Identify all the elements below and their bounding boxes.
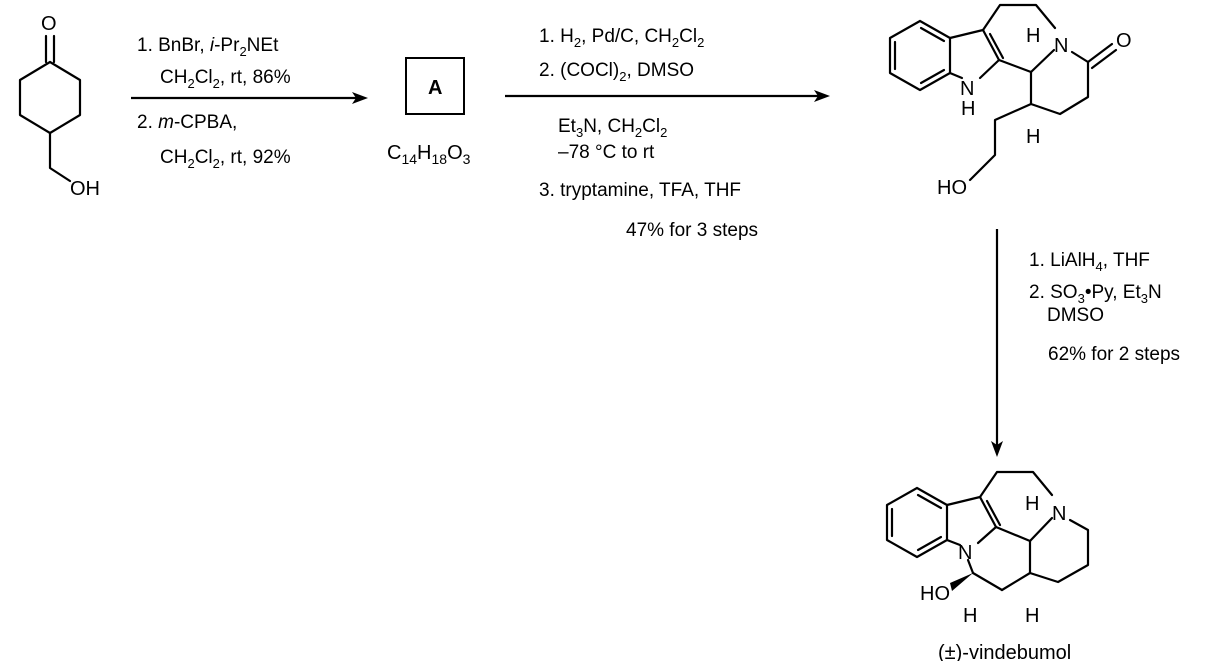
- svg-text:HO: HO: [920, 583, 950, 605]
- svg-text:CH2Cl2, rt, 92%: CH2Cl2, rt, 92%: [160, 147, 291, 171]
- svg-text:N: N: [958, 542, 972, 564]
- ketone-oxygen-label: O: [41, 13, 57, 35]
- hydroxyl-label: OH: [70, 178, 100, 200]
- svg-text:CH2Cl2, rt, 86%: CH2Cl2, rt, 86%: [160, 67, 291, 91]
- svg-text:62% for 2 steps: 62% for 2 steps: [1048, 344, 1180, 365]
- reaction-arrow-3-head: [991, 441, 1003, 457]
- starting-material: O OH: [18, 13, 100, 200]
- svg-text:2. SO3•Py, Et3N: 2. SO3•Py, Et3N: [1029, 282, 1162, 306]
- vindebumol-structure: N N HO H H H: [885, 470, 1090, 627]
- svg-text:DMSO: DMSO: [1047, 305, 1104, 326]
- step3-conditions: 1. LiAlH4, THF 2. SO3•Py, Et3N DMSO 62% …: [1029, 250, 1180, 365]
- svg-text:Et3N, CH2Cl2: Et3N, CH2Cl2: [558, 116, 667, 140]
- intermediate-a-box: [405, 57, 465, 115]
- svg-text:2. m-CPBA,: 2. m-CPBA,: [137, 112, 237, 133]
- step2-conditions: 1. H2, Pd/C, CH2Cl2 2. (COCl)2, DMSO Et3…: [539, 26, 758, 241]
- intermediate-a-label: A: [428, 77, 442, 99]
- svg-text:N: N: [1054, 35, 1068, 57]
- step1-conditions: 1. BnBr, i-Pr2NEt CH2Cl2, rt, 86% 2. m-C…: [137, 35, 291, 171]
- lactam-intermediate: N H N O H H HO: [888, 3, 1132, 199]
- svg-text:–78 °C to rt: –78 °C to rt: [558, 142, 655, 163]
- svg-text:H: H: [963, 605, 977, 627]
- svg-text:H: H: [961, 98, 975, 120]
- svg-text:H: H: [1025, 493, 1039, 515]
- reaction-arrow-1-head: [352, 92, 368, 104]
- intermediate-a: A C14H18O3: [387, 57, 471, 167]
- svg-text:N: N: [960, 78, 974, 100]
- product-name: (±)-vindebumol: [938, 642, 1071, 661]
- svg-text:N: N: [1052, 503, 1066, 525]
- intermediate-a-formula: C14H18O3: [387, 142, 471, 167]
- svg-text:1. LiAlH4, THF: 1. LiAlH4, THF: [1029, 250, 1150, 274]
- svg-text:47% for 3 steps: 47% for 3 steps: [626, 220, 758, 241]
- svg-text:2. (COCl)2, DMSO: 2. (COCl)2, DMSO: [539, 60, 694, 84]
- svg-text:HO: HO: [937, 177, 967, 199]
- svg-text:H: H: [1025, 605, 1039, 627]
- svg-text:H: H: [1026, 126, 1040, 148]
- reaction-arrow-2-head: [814, 90, 830, 102]
- svg-text:1. BnBr, i-Pr2NEt: 1. BnBr, i-Pr2NEt: [137, 35, 279, 59]
- svg-text:H: H: [1026, 25, 1040, 47]
- svg-text:O: O: [1116, 30, 1132, 52]
- svg-text:3. tryptamine, TFA, THF: 3. tryptamine, TFA, THF: [539, 180, 741, 201]
- svg-text:1. H2, Pd/C, CH2Cl2: 1. H2, Pd/C, CH2Cl2: [539, 26, 704, 50]
